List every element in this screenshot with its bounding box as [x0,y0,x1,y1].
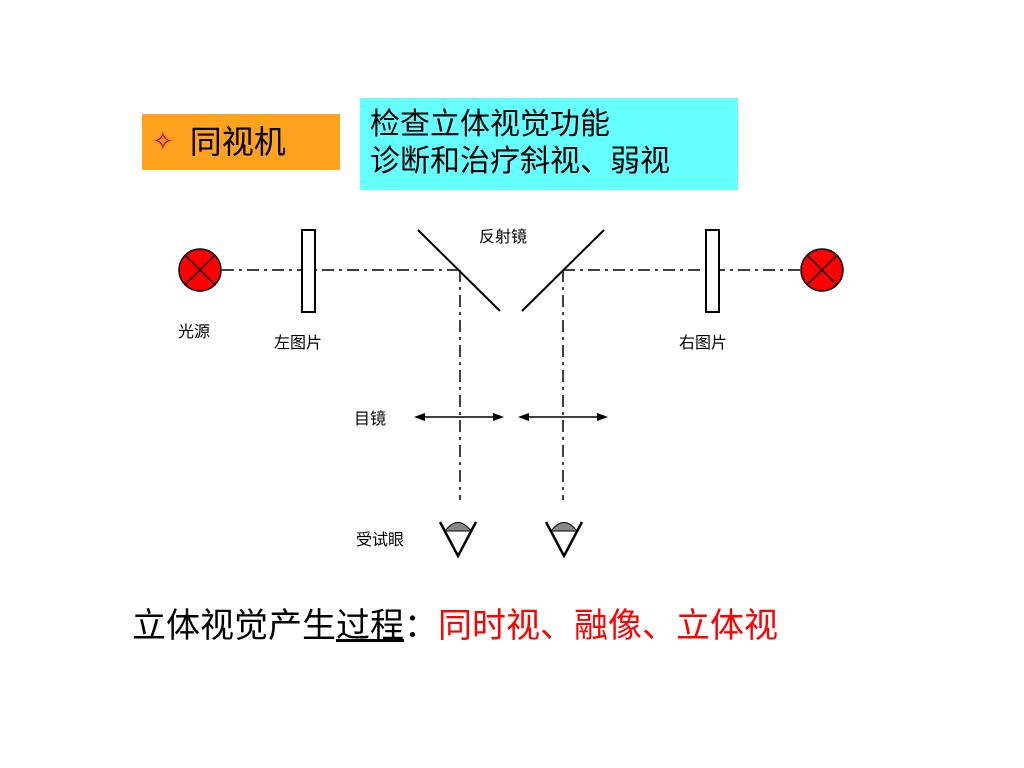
function-box: 检查立体视觉功能 诊断和治疗斜视、弱视 [360,98,738,190]
label-right-picture: 右图片 [679,333,727,352]
left-picture-slide [301,229,316,313]
light-source-left-icon [178,248,222,292]
summary-stages: 同时视、融像、立体视 [438,606,778,646]
label-test-eye: 受试眼 [356,530,404,549]
eyepiece-right-arrow [518,413,608,421]
function-line-1: 检查立体视觉功能 [370,107,610,142]
title-box: ✧ 同视机 [142,114,340,170]
summary-part1: 立体视觉产生 [132,606,336,646]
eye-left-icon [438,521,478,559]
mirror-right [521,229,605,312]
right-picture-slide [705,229,720,313]
summary-line: 立体视觉产生过程：同时视、融像、立体视 [132,604,778,648]
summary-process: 过程 [336,606,404,646]
eye-right-icon [544,521,584,559]
function-line-2: 诊断和治疗斜视、弱视 [370,144,670,179]
title-text: 同视机 [189,123,286,161]
summary-colon: ： [404,606,438,646]
label-left-picture: 左图片 [274,333,322,352]
label-eyepiece: 目镜 [354,409,386,428]
star-bullet-icon: ✧ [152,127,174,157]
light-source-right-icon [800,248,844,292]
mirror-left [417,229,501,312]
label-light-source: 光源 [178,322,210,341]
label-mirror: 反射镜 [479,227,527,246]
eyepiece-left-arrow [414,413,504,421]
